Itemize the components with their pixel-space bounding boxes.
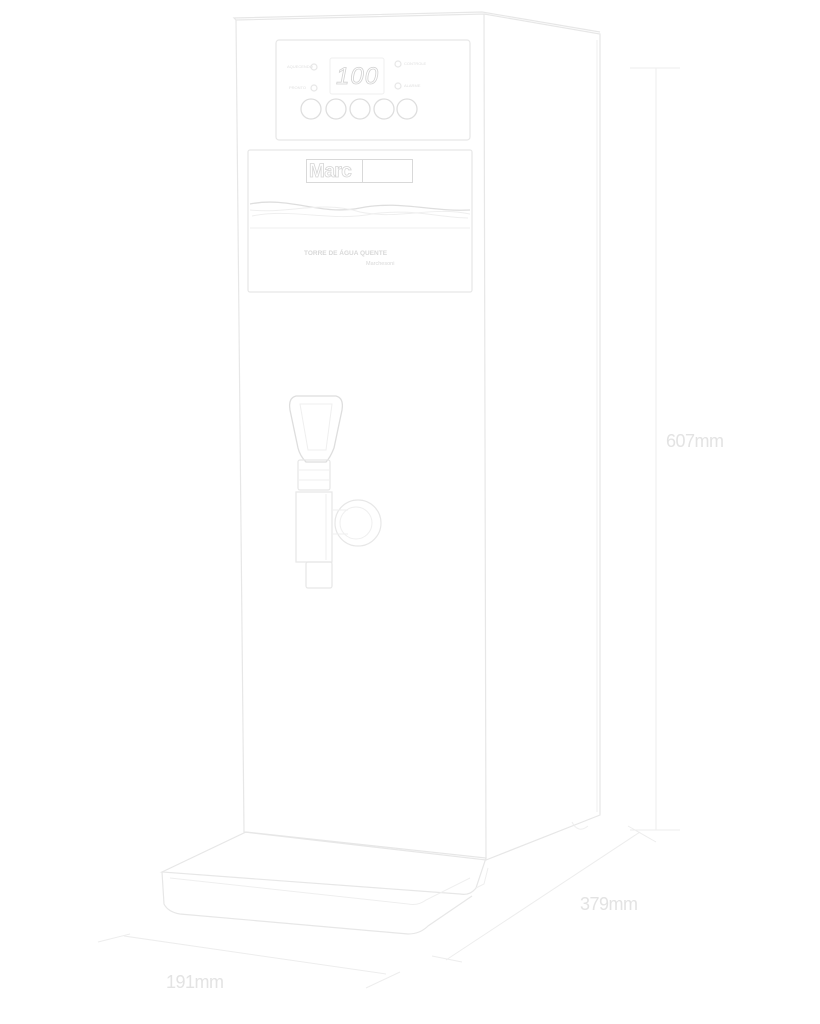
body-side-face [483,13,601,861]
body-top-edge [232,11,601,33]
drip-tray-base-edge [475,867,489,889]
faucet-body [295,491,333,563]
wave-line-2 [249,206,471,216]
display-window [329,57,385,95]
depth-dim-tick-a [627,825,657,843]
brand-badge: Marc [306,159,413,183]
width-dim-tick-a [97,933,131,943]
product-sublogo: Marchesoni [366,261,395,267]
faucet-connector [332,509,348,535]
brand-logo: Marc [309,161,353,183]
indicator-label-top-right: CONTROLE [404,61,427,66]
body-front-face [235,13,487,861]
indicator-label-bottom-right: ALARME [404,83,421,88]
faucet-mount-inner [339,506,373,540]
drip-tray-top [159,831,487,895]
panel-button-2 [325,98,347,120]
faucet-handle-inner [299,403,333,451]
indicator-label-top-left: AQUECENDO [287,64,313,69]
brand-badge-divider [362,160,363,182]
label-plate [247,149,473,293]
panel-button-3 [349,98,371,120]
product-subtitle: TORRE DE ÁGUA QUENTE [304,250,388,257]
drip-tray-inner-rim [169,877,471,905]
width-dimension-label: 191mm [166,972,224,992]
indicator-led-bottom-right [394,82,402,90]
faucet-spout [305,561,333,589]
indicator-led-bottom-left [310,84,318,92]
wave-line-3 [251,211,469,219]
depth-dimension-label: 379mm [580,894,638,914]
indicator-label-bottom-left: PRONTO [289,85,307,90]
drip-tray-front [161,871,473,935]
body-side-foot [571,821,589,830]
panel-button-5 [396,98,418,120]
panel-button-4 [373,98,395,120]
width-dim-tick-b [365,971,401,989]
height-dimension-label: 607mm [666,431,724,451]
width-dim-line [123,935,387,975]
depth-dim-tick-b [431,955,463,963]
indicator-led-top-left [310,63,318,71]
wave-line-1 [249,201,471,211]
faucet-neck [297,459,331,491]
panel-button-1 [300,98,322,120]
indicator-led-top-right [394,60,402,68]
control-panel-frame [275,39,471,141]
faucet-handle [288,395,344,463]
temperature-display: 100 [336,63,380,91]
depth-dim-line [445,831,641,961]
faucet-mount-outer [334,499,382,547]
